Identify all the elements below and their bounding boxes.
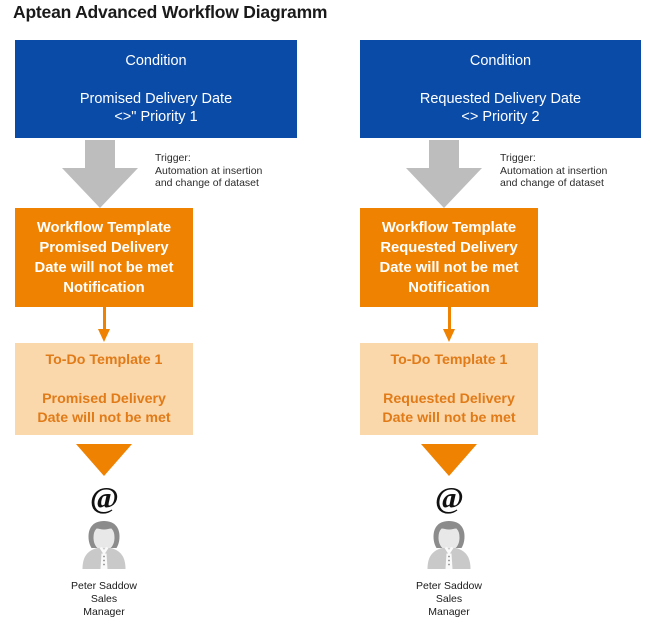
block-arrow-down-icon-right xyxy=(406,140,482,210)
person-label-right: Peter Saddow Sales Manager xyxy=(369,580,529,619)
person-avatar-icon-left xyxy=(75,517,133,575)
block-arrow-shaft xyxy=(85,140,115,170)
block-arrow-head xyxy=(406,168,482,208)
person-avatar-icon-right xyxy=(420,517,478,575)
todo-line-2: Date will not be met xyxy=(37,409,171,426)
workflow-line-3: Date will not be met xyxy=(379,259,519,276)
condition-heading: Condition xyxy=(469,52,532,69)
workflow-line-4: Notification xyxy=(408,279,490,296)
workflow-template-box-requested-delivery[interactable]: Workflow Template Requested Delivery Dat… xyxy=(360,208,538,307)
avatar-svg xyxy=(82,521,126,569)
condition-body: Promised Delivery Date <>" Priority 1 xyxy=(80,90,232,126)
trigger-line-3: and change of dataset xyxy=(500,177,604,190)
person-name: Peter Saddow xyxy=(416,580,482,592)
condition-line-1: Promised Delivery Date xyxy=(79,90,233,107)
avatar-svg xyxy=(427,521,471,569)
workflow-line-4: Notification xyxy=(63,279,145,296)
todo-line-1: Requested Delivery xyxy=(383,390,515,407)
at-symbol-icon-left: @ xyxy=(90,480,119,515)
trigger-line-2: Automation at insertion xyxy=(500,164,608,177)
workflow-line-1: Workflow Template xyxy=(381,219,517,236)
block-arrow-down-icon-left xyxy=(62,140,138,210)
condition-line-2: <>" Priority 1 xyxy=(114,108,198,125)
todo-line-2: Date will not be met xyxy=(382,409,516,426)
workflow-template-box-promised-delivery[interactable]: Workflow Template Promised Delivery Date… xyxy=(15,208,193,307)
workflow-line-2: Promised Delivery xyxy=(39,239,169,256)
trigger-caption-left: Trigger: Automation at insertion and cha… xyxy=(155,152,262,190)
thin-arrow-tip xyxy=(443,329,455,342)
triangle-down-icon-left xyxy=(76,444,132,476)
trigger-line-3: and change of dataset xyxy=(155,177,259,190)
triangle-down-icon-right xyxy=(421,444,477,476)
condition-body: Requested Delivery Date <> Priority 2 xyxy=(420,90,581,126)
thin-arrow-down-icon-left-1 xyxy=(98,307,111,343)
condition-heading: Condition xyxy=(125,52,187,69)
person-role-line-2: Manager xyxy=(428,606,470,618)
person-label-left: Peter Saddow Sales Manager xyxy=(24,580,184,619)
todo-heading: To-Do Template 1 xyxy=(390,351,508,368)
trigger-caption-right: Trigger: Automation at insertion and cha… xyxy=(500,152,607,190)
trigger-line-2: Automation at insertion xyxy=(155,164,263,177)
person-name: Peter Saddow xyxy=(71,580,137,592)
thin-arrow-line xyxy=(103,307,106,332)
thin-arrow-down-icon-right-1 xyxy=(443,307,456,343)
todo-template-box-promised-delivery[interactable]: To-Do Template 1 Promised Delivery Date … xyxy=(15,343,193,435)
at-symbol-icon-right: @ xyxy=(435,480,464,515)
page-title: Aptean Advanced Workflow Diagramm xyxy=(13,2,328,22)
workflow-line-3: Date will not be met xyxy=(34,259,174,276)
trigger-line-1: Trigger: xyxy=(500,152,536,164)
trigger-line-1: Trigger: xyxy=(155,152,191,164)
thin-arrow-line xyxy=(448,307,451,332)
condition-box-promised-delivery[interactable]: Condition Promised Delivery Date <>" Pri… xyxy=(15,40,297,138)
person-role-line-1: Sales xyxy=(90,593,118,605)
todo-line-1: Promised Delivery xyxy=(42,390,166,407)
block-arrow-head xyxy=(62,168,138,208)
condition-box-requested-delivery[interactable]: Condition Requested Delivery Date <> Pri… xyxy=(360,40,641,138)
person-role-line-2: Manager xyxy=(83,606,125,618)
condition-line-2: <> Priority 2 xyxy=(461,108,540,125)
workflow-line-1: Workflow Template xyxy=(36,219,172,236)
condition-line-1: Requested Delivery Date xyxy=(419,90,582,107)
thin-arrow-tip xyxy=(98,329,110,342)
person-role-line-1: Sales xyxy=(435,593,463,605)
todo-heading: To-Do Template 1 xyxy=(45,351,163,368)
workflow-line-2: Requested Delivery xyxy=(380,239,518,256)
todo-template-box-requested-delivery[interactable]: To-Do Template 1 Requested Delivery Date… xyxy=(360,343,538,435)
block-arrow-shaft xyxy=(429,140,459,170)
